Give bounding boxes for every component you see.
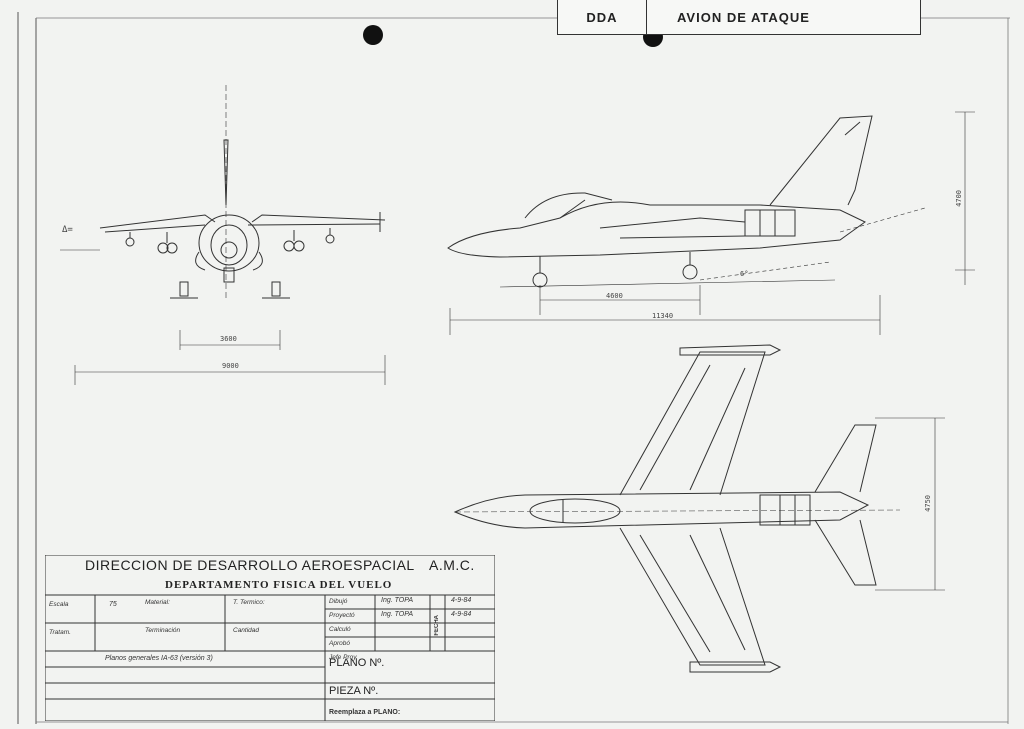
label-dibujo: Dibujó [329, 598, 348, 605]
value-escala: 75 [109, 601, 117, 608]
label-aprobo: Aprobó [329, 640, 350, 647]
label-calculo: Calculó [329, 626, 351, 633]
dim-front-track: 3600 [220, 335, 237, 343]
value-proyecto-name: Ing. TOPA [381, 611, 414, 618]
label-plano-no: PLANO Nº. [329, 657, 385, 669]
label-material: Material: [145, 599, 170, 606]
dim-tail-angle: 6° [740, 270, 749, 278]
organization-name: DIRECCION DE DESARROLLO AEROESPACIAL A.M… [85, 557, 475, 573]
organization-code: A.M.C. [429, 557, 475, 573]
dim-side-length: 11340 [652, 312, 674, 320]
value-denominacion: Planos generales IA-63 (versión 3) [105, 655, 213, 662]
dim-top-length: 4750 [924, 495, 932, 512]
label-fecha: FECHA [434, 615, 440, 636]
label-jefe-proy: Jefe Proy. [329, 654, 358, 661]
dim-side-wheelbase: 4600 [606, 292, 623, 300]
department-name: DEPARTAMENTO FISICA DEL VUELO [165, 579, 393, 591]
title-tab: DDA AVION DE ATAQUE [557, 0, 921, 35]
label-reemplaza: Reemplaza a PLANO: [329, 709, 401, 716]
title-block: DIRECCION DE DESARROLLO AEROESPACIAL A.M… [45, 555, 495, 721]
dim-front-height-mark: Δ= [62, 225, 73, 235]
drawing-code: DDA [558, 0, 647, 34]
drawing-title: AVION DE ATAQUE [677, 9, 810, 25]
value-dibujo-date: 4-9-84 [451, 597, 472, 604]
label-terminacion: Terminación [145, 627, 181, 634]
value-dibujo-name: Ing. TOPA [381, 597, 414, 604]
dim-front-span: 9000 [222, 362, 239, 370]
punch-hole-left [363, 25, 383, 45]
label-tratamiento: Tratam. [49, 629, 71, 636]
label-cantidad: Cantidad [233, 627, 260, 634]
label-pieza-no: PIEZA Nº. [329, 685, 379, 697]
title-block-grid [45, 555, 495, 721]
value-proyecto-date: 4-9-84 [451, 611, 472, 618]
label-t-termico: T. Termico: [233, 599, 265, 606]
label-proyecto: Proyectó [329, 612, 355, 619]
label-escala: Escala [49, 601, 69, 608]
